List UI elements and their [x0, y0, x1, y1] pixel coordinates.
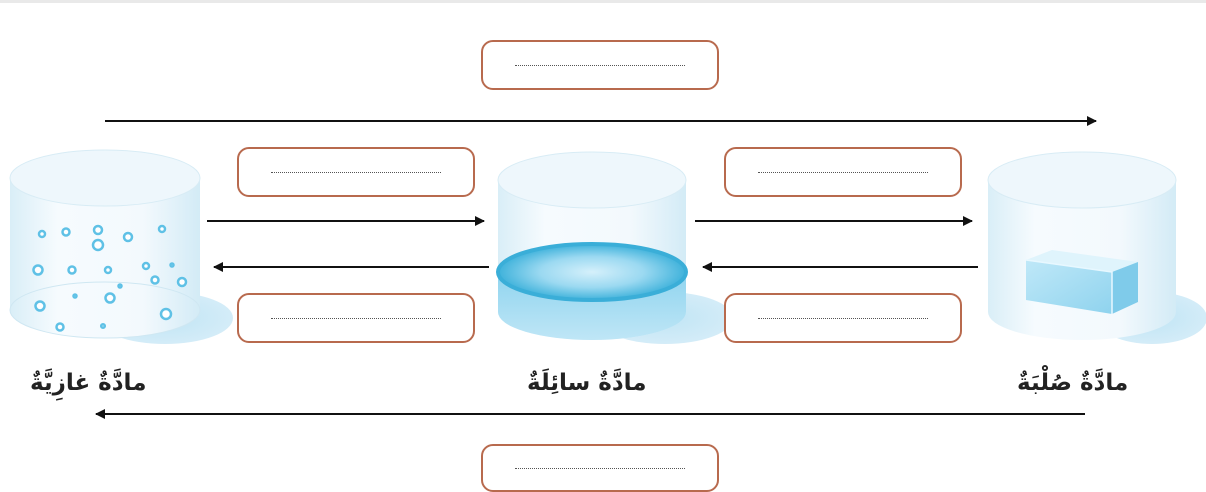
answer-line [271, 172, 441, 173]
answer-line [271, 318, 441, 319]
answer-line [515, 468, 685, 469]
answer-line [515, 65, 685, 66]
solid-container [987, 151, 1206, 344]
liquid-container [496, 151, 733, 344]
gas-state-label: مادَّةٌ غازِيَّةٌ [30, 370, 147, 396]
answer-line [758, 318, 928, 319]
arrows [95, 116, 1097, 419]
answer-box-upper-left[interactable] [237, 147, 475, 197]
top-divider [0, 0, 1206, 3]
solid-state-label: مادَّةٌ صُلْبَةٌ [1017, 370, 1129, 396]
answer-line [758, 172, 928, 173]
liquid-state-label: مادَّةٌ سائِلَةٌ [527, 370, 647, 396]
gas-container [9, 149, 233, 344]
answer-box-lower-left[interactable] [237, 293, 475, 343]
ice-cube [1025, 250, 1138, 314]
answer-box-top[interactable] [481, 40, 719, 90]
answer-box-lower-right[interactable] [724, 293, 962, 343]
gas-bubbles [32, 224, 188, 332]
answer-box-bottom[interactable] [481, 444, 719, 492]
liquid-water [496, 242, 688, 340]
answer-box-upper-right[interactable] [724, 147, 962, 197]
